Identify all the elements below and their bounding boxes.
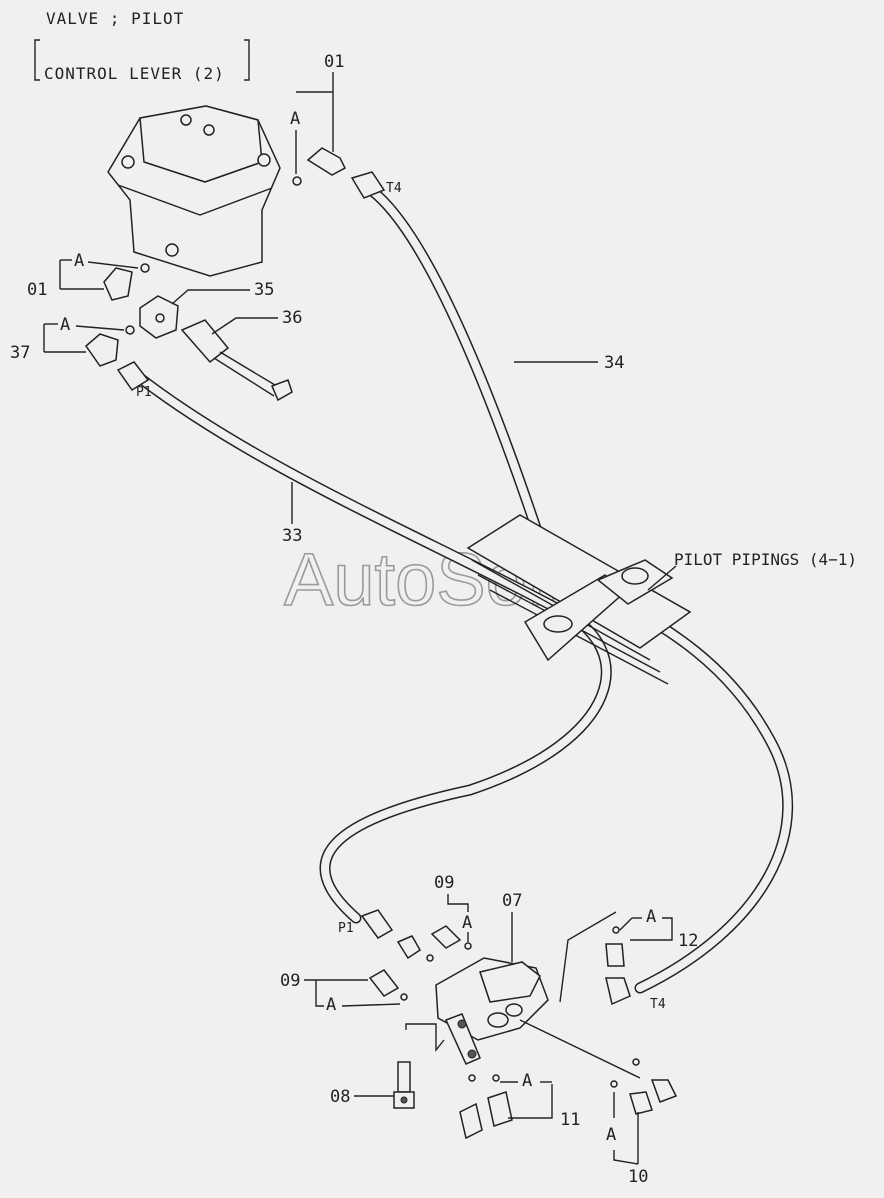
svg-text:37: 37 — [10, 343, 30, 363]
bolt-08 — [393, 1061, 415, 1109]
fitting-09-upper — [430, 925, 472, 950]
callout-35: 35 — [171, 280, 274, 305]
svg-text:A: A — [606, 1125, 616, 1145]
fitting-p1-lower — [360, 909, 434, 962]
svg-text:A: A — [326, 995, 336, 1015]
leader-08-line — [405, 1023, 445, 1052]
reference-leader — [647, 565, 677, 591]
svg-text:A: A — [462, 913, 472, 933]
leader-10-line — [519, 1019, 641, 1079]
valve-assembly-07 — [435, 957, 549, 1065]
pressure-switch-36 — [180, 319, 293, 402]
callout-34: 34 — [514, 353, 624, 373]
fitting-11 — [459, 1074, 513, 1140]
svg-text:10: 10 — [628, 1167, 648, 1187]
port-label-t4-bottom: T4 — [650, 997, 666, 1012]
elbow-fitting-01-upper — [292, 147, 386, 199]
reference-pilot-pipings: PILOT PIPINGS (4−1) — [674, 550, 857, 569]
port-label-p1-top: P1 — [136, 385, 152, 400]
callout-33: 33 — [282, 482, 302, 546]
svg-text:A: A — [74, 251, 84, 271]
elbow-fitting-37 — [84, 325, 150, 392]
fitting-12 — [605, 926, 631, 1006]
elbow-fitting-01-left — [103, 263, 150, 301]
diagram-title-line2: CONTROL LEVER (2) — [44, 64, 225, 83]
svg-text:36: 36 — [282, 308, 302, 328]
callout-09-upper: 09 A — [434, 873, 472, 942]
svg-text:A: A — [60, 315, 70, 335]
callout-11: 11 A — [500, 1071, 580, 1130]
svg-text:A: A — [290, 109, 300, 129]
callout-10: 10 A — [606, 1092, 648, 1187]
callout-08: 08 — [330, 1087, 394, 1107]
svg-text:A: A — [646, 907, 656, 927]
callout-09-lower: 09 A — [280, 971, 401, 1015]
callout-36: 36 — [211, 308, 302, 335]
svg-text:33: 33 — [282, 526, 302, 546]
svg-text:01: 01 — [27, 280, 47, 300]
pipe-bundle-clamp — [466, 514, 692, 685]
svg-text:01: 01 — [324, 52, 344, 72]
callout-07: 07 — [502, 891, 522, 962]
title-bracket-right — [244, 39, 250, 81]
callout-01-upper: 01 A — [290, 52, 344, 174]
callout-01-left: 01 A — [27, 251, 139, 300]
svg-text:09: 09 — [434, 873, 454, 893]
callout-12: 12 A — [619, 907, 698, 951]
hose-33 — [134, 372, 612, 924]
svg-text:A: A — [522, 1071, 532, 1091]
svg-text:34: 34 — [604, 353, 624, 373]
port-label-t4-top: T4 — [386, 181, 402, 196]
port-label-p1-bottom: P1 — [338, 921, 354, 936]
fitting-10 — [610, 1058, 678, 1115]
diagram-title-line1: VALVE ; PILOT — [46, 9, 184, 28]
svg-text:35: 35 — [254, 280, 274, 300]
svg-text:11: 11 — [560, 1110, 580, 1130]
svg-text:07: 07 — [502, 891, 522, 911]
leader-12-line — [559, 911, 617, 1003]
fitting-09-lower — [368, 969, 408, 1001]
svg-text:08: 08 — [330, 1087, 350, 1107]
title-bracket-left — [34, 39, 40, 81]
svg-text:12: 12 — [678, 931, 698, 951]
callout-37: 37 A — [10, 315, 125, 363]
tee-fitting-35 — [139, 295, 179, 339]
pilot-valve-body — [107, 105, 281, 277]
svg-text:09: 09 — [280, 971, 300, 991]
